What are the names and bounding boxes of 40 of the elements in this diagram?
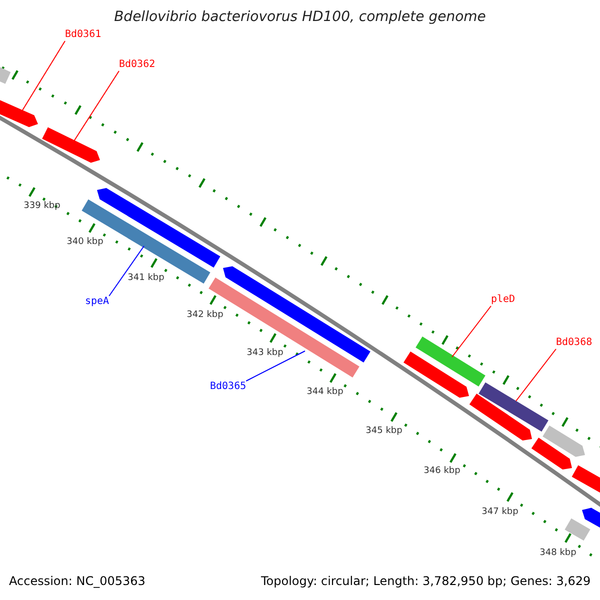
footer-text: Accession: NC_005363 [9,574,146,588]
scale-label: 348 kbp [540,548,576,559]
gene-feature [531,438,572,470]
scale-label: 342 kbp [186,310,224,321]
gene-feature [542,426,585,457]
scale-label: 341 kbp [128,273,164,284]
gene-label: speA [85,296,110,308]
gene-feature [404,352,469,398]
scale-label: 347 kbp [482,507,518,518]
scale-label: 346 kbp [424,466,460,477]
gene-label: Bd0365 [210,381,246,393]
scale-label: 343 kbp [246,348,284,359]
gene-label: Bd0368 [556,337,592,349]
footer-text: Topology: circular; Length: 3,782,950 bp; Genes: 3,629 [261,574,591,588]
gene-feature [416,336,486,386]
gene-feature [478,382,548,432]
gene-feature [0,99,38,128]
scale-label: 344 kbp [306,387,344,398]
leader-line [452,306,492,358]
leader-line [74,70,120,142]
gene-feature [582,508,600,529]
gene-feature [564,518,590,541]
gene-feature [82,199,210,284]
gene-feature [469,394,532,440]
leader-line [108,246,144,296]
gene-feature [223,266,370,362]
leader-line [246,350,306,382]
gene-feature [208,278,360,378]
map-title: Bdellovibrio bacteriovorus HD100, complete genome [114,9,486,25]
gene-feature [42,127,100,163]
scale-label: 340 kbp [66,237,104,248]
gene-label: pleD [491,294,516,306]
gene-feature [0,66,11,84]
scale-label: 345 kbp [366,426,402,437]
leader-line [22,40,66,112]
leader-line [516,348,556,402]
gene-feature [572,465,600,494]
gene-label: Bd0361 [65,29,102,41]
scale-label: 339 kbp [24,201,60,212]
gene-label: Bd0362 [119,59,156,71]
